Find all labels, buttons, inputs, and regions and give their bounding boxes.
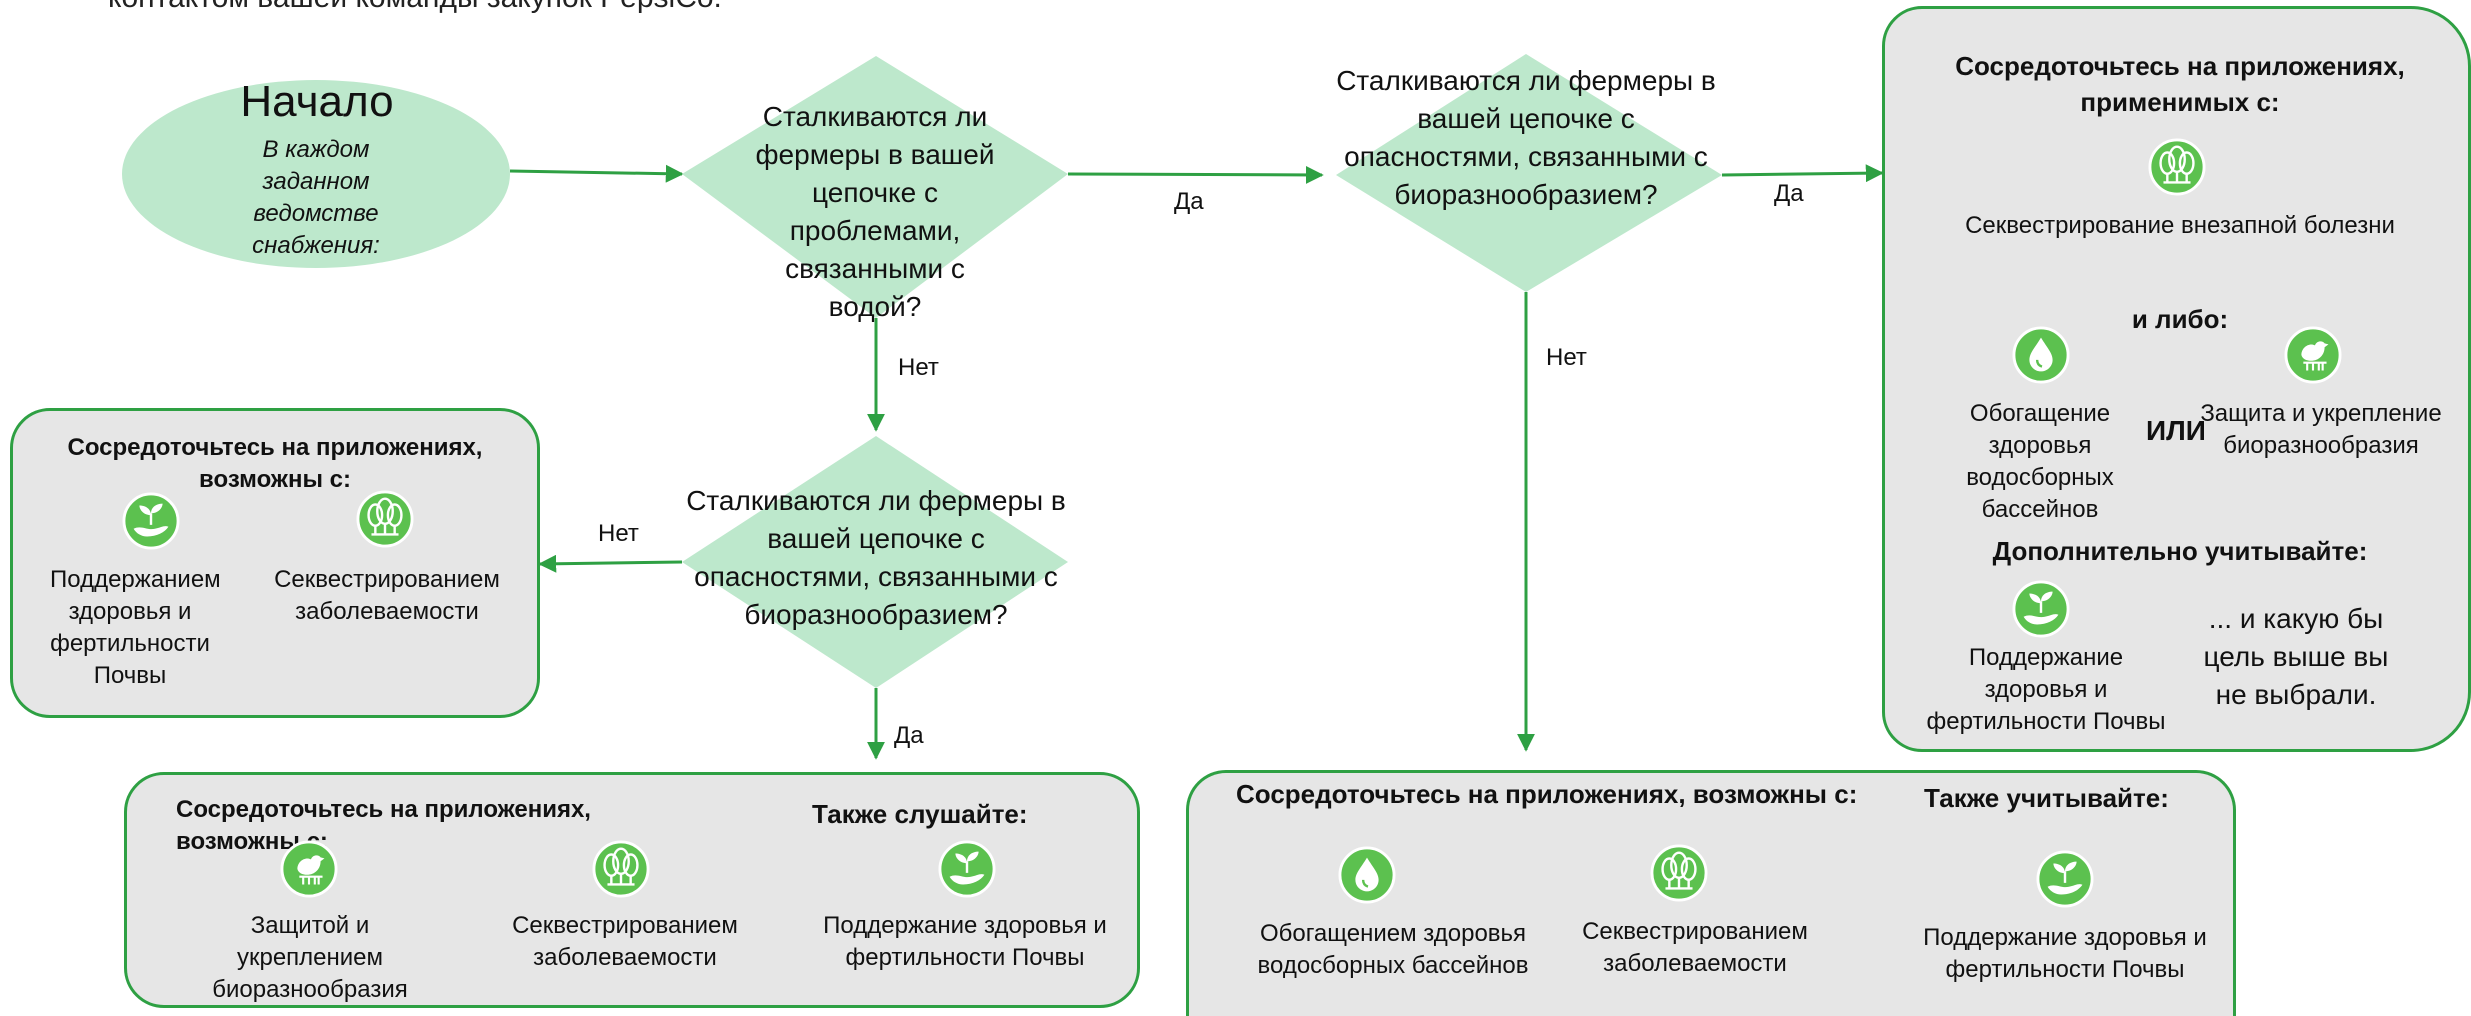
bird-icon [280,840,338,898]
bird-icon [2284,326,2342,384]
question-biodiversity-middle: Сталкиваются ли фермеры в вашей цепочке … [686,485,1066,630]
box-bottom-right-item-1: Обогащением здоровья водосборных бассейн… [1257,920,1529,979]
box-left-item-1: Поддержанием здоровья и фертильности Поч… [50,566,221,689]
box-right-note: ... и какую бы цель выше вы не выбрали. [2203,603,2389,710]
box-right-option-a: Обогащение здоровья водосборных бассейно… [1966,400,2114,523]
intro-text: контактом вашей команды закупок PepsiCo. [108,0,722,18]
tree-icon [1650,844,1708,902]
box-bottom-left-also-item: Поддержание здоровья и фертильности Почв… [823,912,1107,971]
box-bottom-right-also-heading: Также учитывайте: [1924,783,2169,813]
focus-box-left [10,408,540,718]
box-right-primary-item: Секвестрирование внезапной болезни [1965,212,2395,239]
seedling-hand-icon [122,492,180,550]
edge-bio-mid-no [538,554,683,573]
box-left-heading: Сосредоточьтесь на приложениях, возможны… [67,434,483,493]
box-bottom-right-also-item: Поддержание здоровья и фертильности Почв… [1923,924,2207,983]
label-no-3: Нет [598,520,639,547]
label-yes-2: Да [1774,180,1804,207]
edge-bio-top-yes [1721,164,1884,183]
box-bottom-right-item-2: Секвестрированием заболеваемости [1582,918,1808,977]
decision-water [682,56,1068,318]
box-bottom-left-item-1: Защитой и укреплением биоразнообразия [212,912,408,1003]
box-bottom-left-heading: Сосредоточьтесь на приложениях, возможны… [176,796,591,855]
box-right-additional-heading: Дополнительно учитывайте: [1992,536,2368,566]
edge-start-to-water [509,164,684,183]
label-yes-1: Да [1174,188,1204,215]
start-subtitle: В каждом заданном ведомстве снабжения: [252,136,380,259]
water-drop-icon [1338,846,1396,904]
box-right-either-label: и либо: [2131,304,2229,334]
label-no-1: Нет [898,354,939,381]
water-drop-icon [2012,326,2070,384]
tree-icon [356,490,414,548]
seedling-hand-icon [2036,850,2094,908]
seedling-hand-icon [938,840,996,898]
box-bottom-right-heading: Сосредоточьтесь на приложениях, возможны… [1236,779,1858,809]
label-no-2: Нет [1546,344,1587,371]
box-right-option-b: Защита и укрепление биоразнообразия [2200,400,2442,459]
box-bottom-left-also-heading: Также слушайте: [812,799,1028,829]
decision-biodiversity-top [1336,54,1722,292]
box-right-additional-item: Поддержание здоровья и фертильности Почв… [1926,644,2166,735]
question-water: Сталкиваются ли фермеры в вашей цепочке … [755,101,995,322]
focus-box-right [1882,6,2471,752]
box-left-item-2: Секвестрированием заболеваемости [274,566,500,625]
tree-icon [2148,138,2206,196]
edge-water-yes [1067,165,1324,184]
seedling-hand-icon [2012,580,2070,638]
tree-icon [592,840,650,898]
start-node [122,80,510,268]
box-right-heading: Сосредоточьтесь на приложениях, применим… [1955,51,2405,117]
decision-biodiversity-middle [682,436,1068,688]
box-right-or-label: ИЛИ [2146,415,2206,446]
box-bottom-left-item-2: Секвестрированием заболеваемости [512,912,738,971]
question-biodiversity-top: Сталкиваются ли фермеры в вашей цепочке … [1336,65,1716,210]
start-title: Начало [240,77,394,126]
label-yes-3: Да [894,722,924,749]
